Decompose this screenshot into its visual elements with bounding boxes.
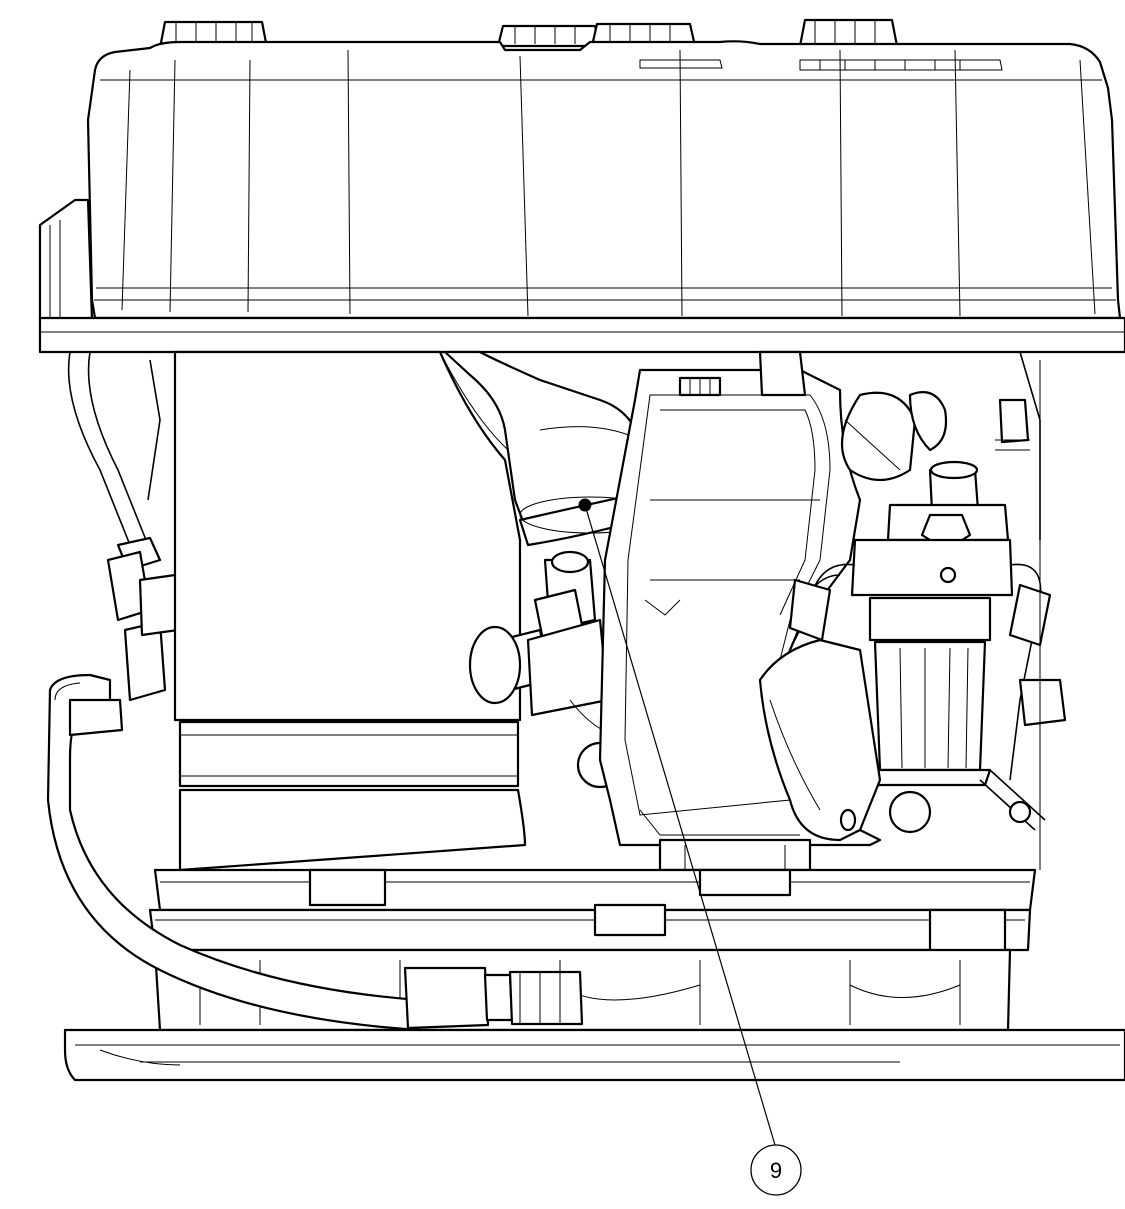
- right-bracket: [758, 638, 882, 842]
- callout-bubble: [750, 1144, 802, 1196]
- oil-fill-cap: [840, 391, 948, 481]
- callout-9: 9: [584, 504, 802, 1196]
- large-hose: [46, 673, 584, 1032]
- engine-block-left: [173, 350, 527, 872]
- right-edge-details: [995, 351, 1067, 870]
- callout-label: 9: [770, 1158, 782, 1183]
- crankcase: [598, 350, 932, 872]
- leader-line: [584, 504, 776, 1146]
- air-cleaner-housing: [38, 40, 1125, 354]
- base-plate: [63, 1028, 1125, 1082]
- left-side-lines: [67, 351, 180, 702]
- center-fittings: [468, 550, 641, 789]
